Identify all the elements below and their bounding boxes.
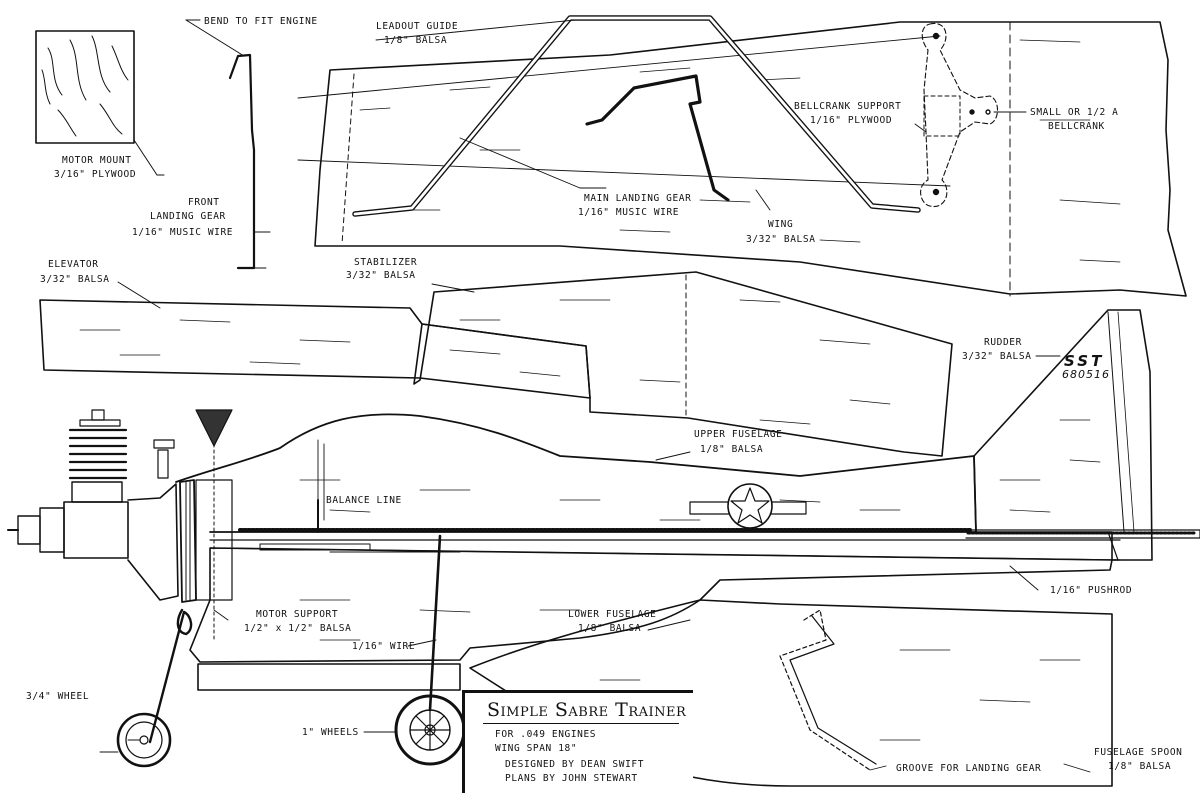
label-motor-support: MOTOR SUPPORT [256,609,339,620]
label-groove: GROOVE FOR LANDING GEAR [896,763,1042,774]
star-insignia [689,483,807,529]
motor-mount-part [35,30,135,144]
label-wing-material: 3/32" BALSA [746,234,816,245]
fuselage-spoon-part [469,599,1113,787]
label-main-landing-gear-material: 1/16" MUSIC WIRE [578,207,680,218]
label-pushrod: 1/16" PUSHROD [1050,585,1133,596]
label-rudder-material: 3/32" BALSA [962,351,1032,362]
label-elevator: ELEVATOR [48,259,99,270]
label-bellcrank-support-material: 1/16" PLYWOOD [810,115,893,126]
main-landing-gear-wire [585,74,730,202]
label-bellcrank-support: BELLCRANK SUPPORT [794,101,902,112]
label-motor-mount-material: 3/16" PLYWOOD [54,169,137,180]
label-balance-line: BALANCE LINE [326,495,402,506]
engine-part [7,409,179,601]
label-leadout-guide-material: 1/8" BALSA [384,35,448,46]
label-wire: 1/16" WIRE [352,641,416,652]
label-stabilizer: STABILIZER [354,257,418,268]
title-underline [483,723,679,724]
tank-flag [195,409,233,447]
label-upper-fuselage-material: 1/8" BALSA [700,444,764,455]
label-motor-support-material: 1/2" x 1/2" BALSA [244,623,352,634]
upper-fuselage-part [175,413,977,533]
label-bend-to-fit-engine: BEND TO FIT ENGINE [204,16,318,27]
wing-part [297,21,1187,297]
motor-support-part [179,419,233,641]
rudder-marking-number: 680516 [1062,368,1110,381]
label-main-wheels: 1" WHEELS [302,727,359,738]
stabilizer-part [413,271,953,457]
label-lower-fuselage: LOWER FUSELAGE [568,609,657,620]
label-bellcrank-1: SMALL OR 1/2 A [1030,107,1119,118]
label-bellcrank-2: BELLCRANK [1048,121,1105,132]
label-leadout-guide: LEADOUT GUIDE [376,21,459,32]
label-upper-fuselage: UPPER FUSELAGE [694,429,783,440]
title-line-designer: DESIGNED BY DEAN SWIFT [505,759,645,770]
title-line-plans-by: PLANS BY JOHN STEWART [505,773,638,784]
label-main-landing-gear: MAIN LANDING GEAR [584,193,692,204]
front-landing-gear-wire [228,53,256,270]
label-front-gear-material: 1/16" MUSIC WIRE [132,227,234,238]
plan-title: Simple Sabre Trainer [487,699,687,721]
label-stabilizer-material: 3/32" BALSA [346,270,416,281]
lower-fuselage-part [189,547,1113,663]
elevator-part [39,281,591,399]
label-lower-fuselage-material: 1/8" BALSA [578,623,642,634]
label-rudder: RUDDER [984,337,1022,348]
title-line-engines: FOR .049 ENGINES [495,729,597,740]
label-front-gear-1: FRONT [188,197,220,208]
label-elevator-material: 3/32" BALSA [40,274,110,285]
title-line-wingspan: WING SPAN 18" [495,743,578,754]
rudder-marking-letters: SST [1064,352,1105,370]
label-wing: WING [768,219,794,230]
main-wheel-assembly [363,534,466,766]
label-motor-mount: MOTOR MOUNT [62,155,132,166]
label-fuselage-spoon-material: 1/8" BALSA [1108,761,1172,772]
label-front-wheel: 3/4" WHEEL [26,691,90,702]
bellcrank-support-part [914,23,1027,207]
label-fuselage-spoon: FUSELAGE SPOON [1094,747,1183,758]
front-wheel-assembly [116,608,193,768]
label-front-gear-2: LANDING GEAR [150,211,226,222]
title-block: Simple Sabre Trainer FOR .049 ENGINES WI… [462,690,693,793]
